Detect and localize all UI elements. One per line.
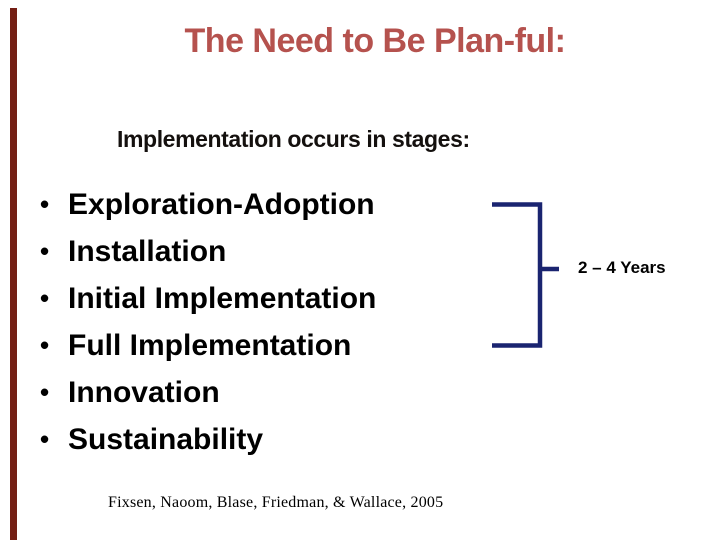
- list-item: • Installation: [36, 228, 376, 275]
- list-item: • Initial Implementation: [36, 275, 376, 322]
- bullet-icon: •: [40, 236, 50, 266]
- stage-label: Initial Implementation: [68, 282, 377, 315]
- left-accent-bar: [10, 8, 17, 540]
- list-item: • Exploration-Adoption: [36, 181, 376, 228]
- slide-subtitle: Implementation occurs in stages:: [117, 126, 470, 152]
- bracket-path: [492, 202, 559, 348]
- bullet-icon: •: [40, 189, 50, 219]
- bullet-icon: •: [40, 330, 50, 360]
- bullet-icon: •: [40, 424, 50, 454]
- list-item: • Sustainability: [36, 416, 376, 463]
- list-item: • Full Implementation: [36, 322, 376, 369]
- stage-label: Exploration-Adoption: [68, 188, 375, 221]
- page-title: The Need to Be Plan-ful:: [184, 22, 566, 60]
- stage-label: Sustainability: [68, 423, 264, 456]
- stage-label: Full Implementation: [68, 329, 352, 362]
- stages-list: • Exploration-Adoption • Installation • …: [36, 181, 376, 463]
- list-item: • Innovation: [36, 369, 376, 416]
- stage-label: Installation: [68, 235, 227, 268]
- stage-label: Innovation: [68, 376, 220, 409]
- citation: Fixsen, Naoom, Blase, Friedman, & Wallac…: [108, 494, 444, 511]
- bullet-icon: •: [40, 377, 50, 407]
- bullet-icon: •: [40, 283, 50, 313]
- duration-label: 2 – 4 Years: [578, 258, 666, 277]
